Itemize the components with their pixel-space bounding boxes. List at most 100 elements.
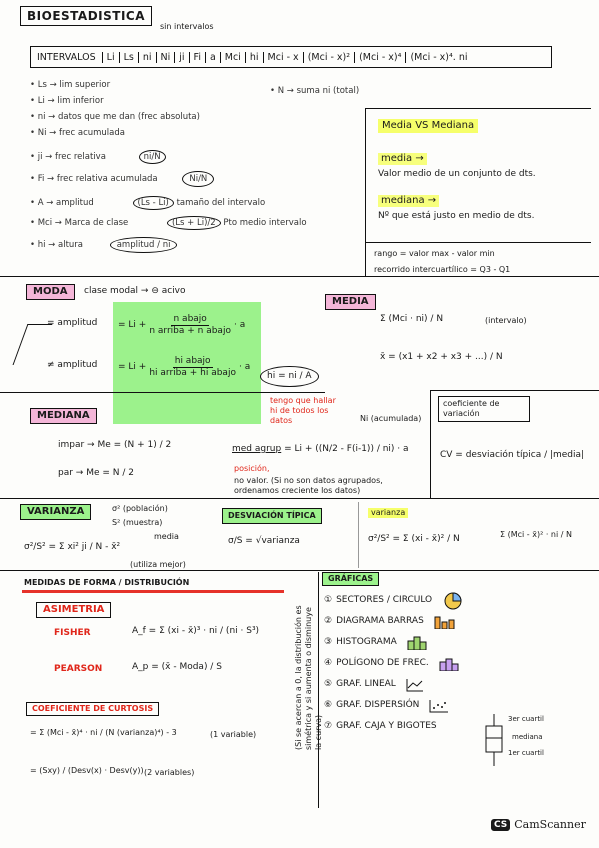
legend-item: • hi → altura amplitud / ni [30, 237, 307, 260]
intervals-cell: hi [246, 51, 264, 63]
coef-var-title: coeficiente de variación [438, 396, 530, 422]
polygon-icon [439, 658, 459, 671]
moda-note: tengo que hallar hi de todos los datos [270, 396, 336, 425]
ji-formula: ni/N [138, 150, 166, 164]
intervals-cell: ni [139, 51, 157, 63]
curtosis-f2-tag: (2 variables) [144, 768, 195, 777]
camscanner-logo: CS [491, 818, 511, 831]
histogram-icon [407, 636, 427, 650]
media-formula-2: x̄ = (x1 + x2 + x3 + ...) / N [380, 352, 503, 362]
curtosis-f1: = Σ (Mci - x̄)⁴ · ni / (N (varianza)⁴) -… [30, 728, 177, 737]
box-plot-icon [485, 714, 503, 766]
camscanner-badge: CS CamScanner [491, 818, 586, 831]
curtosis-f1-tag: (1 variable) [210, 730, 257, 739]
varianza-formula: σ²/S² = Σ xi² ji / N - x̄² [24, 542, 121, 552]
intervals-cell: (Mci - x)⁴ [355, 51, 407, 63]
scatter-icon [429, 699, 449, 712]
sin-intervalos-note: sin intervalos [160, 22, 214, 31]
ric: recorrido intercuartílico = Q3 - Q1 [374, 265, 511, 274]
N-sum: • N → suma ni (total) [270, 86, 360, 96]
box-label-median: mediana [512, 733, 543, 741]
mediana-agrup: med agrup = Li + ((N/2 - F(i-1)) / ni) ·… [232, 444, 409, 454]
mediana-par: par → Me = N / 2 [58, 468, 134, 478]
legend-item: • A → amplitud (Ls - Li) tamaño del inte… [30, 196, 266, 210]
intervals-cell: Fi [190, 51, 206, 63]
legend-item: • Fi → frec relativa acumulada Ni/N [30, 171, 307, 198]
intervals-cell: a [206, 51, 221, 63]
media-formula-1-tag: (intervalo) [485, 316, 527, 325]
bar-chart-icon [434, 616, 455, 629]
moda-neq-amplitud: ≠ amplitud [47, 360, 98, 370]
varianza-title: VARIANZA [20, 504, 92, 520]
legend-item: • Ni → frec acumulada [30, 128, 125, 138]
page-title: BIOESTADISTICA [20, 6, 153, 26]
intervals-cell: Ls [120, 51, 139, 63]
box-label-q3: 3er cuartil [508, 715, 544, 723]
mediana-impar: impar → Me = (N + 1) / 2 [58, 440, 172, 450]
forma-title: MEDIDAS DE FORMA / DISTRIBUCIÓN [24, 578, 190, 587]
media-title: MEDIA [325, 294, 376, 310]
intervals-cell: INTERVALOS [31, 51, 103, 63]
intervals-cell: (Mci - x)⁴. ni [410, 51, 468, 63]
legend-item: • Mci → Marca de clase (Ls + Li)/2 Pto m… [30, 216, 307, 230]
intervals-cell: Ni [157, 51, 176, 63]
curtosis-f2: = (Sxy) / (Desv(x) · Desv(y)) [30, 766, 144, 775]
desviacion-title: DESVIACIÓN TÍPICA [222, 508, 322, 524]
coef-var-formula: CV = desviación típica / |media| [440, 450, 585, 460]
hi-bubble: hi = ni / A [260, 366, 319, 387]
line-chart-icon [406, 678, 423, 691]
moda-title: MODA [26, 284, 75, 300]
legend-item: • Li → lim inferior [30, 96, 104, 106]
legend-list: • Ls → lim superior • Li → lim inferior … [30, 80, 307, 260]
rango: rango = valor max - valor min [374, 249, 495, 258]
asimetria-title: ASIMETRIA [36, 602, 112, 618]
mediana-note-2: no valor. (Si no son datos agrupados, or… [234, 476, 383, 495]
intervals-cell: ji [175, 51, 190, 63]
pearson-formula: A_p = (x̄ - Moda) / S [132, 662, 222, 672]
A-note: tamaño del intervalo [176, 198, 266, 208]
fisher-label: FISHER [54, 628, 91, 638]
moda-subtitle: clase modal → ⊖ acivo [84, 286, 186, 296]
media-label: media → [378, 153, 427, 165]
Mci-note: Pto medio intervalo [223, 218, 307, 228]
desviacion-formula: σ/S = √varianza [228, 536, 300, 546]
varianza-note: (utiliza mejor) [130, 560, 186, 569]
mediana-label: mediana → [378, 195, 440, 207]
varianza2-box [358, 502, 589, 568]
media-formula-1: Σ (Mci · ni) / N [380, 314, 444, 324]
camscanner-brand: CamScanner [514, 818, 586, 831]
intervals-cell: Mci [221, 51, 246, 63]
moda-bracket [12, 324, 53, 365]
mvm-header: Media VS Mediana [378, 119, 479, 133]
media-vs-mediana-box: Media VS Mediana media → Valor medio de … [365, 108, 591, 277]
pie-chart-icon [444, 591, 462, 609]
varianza-muestra: S² (muestra) [112, 518, 163, 527]
varianza-media-label: media [154, 532, 179, 541]
varianza2-label: varianza [368, 508, 409, 518]
Mci-formula: (Ls + Li)/2 [166, 216, 221, 230]
mediana-ni-note: Ni (acumulada) [360, 414, 422, 423]
graficas-box [318, 572, 589, 808]
moda-highlight [113, 302, 261, 424]
legend-item: • ni → datos que me dan (frec absoluta) [30, 112, 200, 122]
intervals-cell: Li [103, 51, 120, 63]
pearson-label: PEARSON [54, 664, 103, 674]
mediana-text: Nº que está justo en medio de dts. [378, 211, 535, 221]
intervals-table: INTERVALOS Li Ls ni Ni ji Fi a Mci hi Mc… [30, 46, 552, 68]
mediana-note-1: posición, [234, 464, 270, 473]
media-text: Valor medio de un conjunto de dts. [378, 169, 536, 179]
fisher-formula: A_f = Σ (xi - x̄)³ · ni / (ni · S³) [132, 626, 260, 636]
coef-var-box [430, 390, 599, 498]
varianza2-formula: σ²/S² = Σ (xi - x̄)² / N [368, 534, 460, 544]
hi-formula: amplitud / ni [109, 237, 178, 253]
moda-eq-amplitud: = amplitud [47, 318, 98, 328]
mediana-title: MEDIANA [30, 408, 97, 424]
